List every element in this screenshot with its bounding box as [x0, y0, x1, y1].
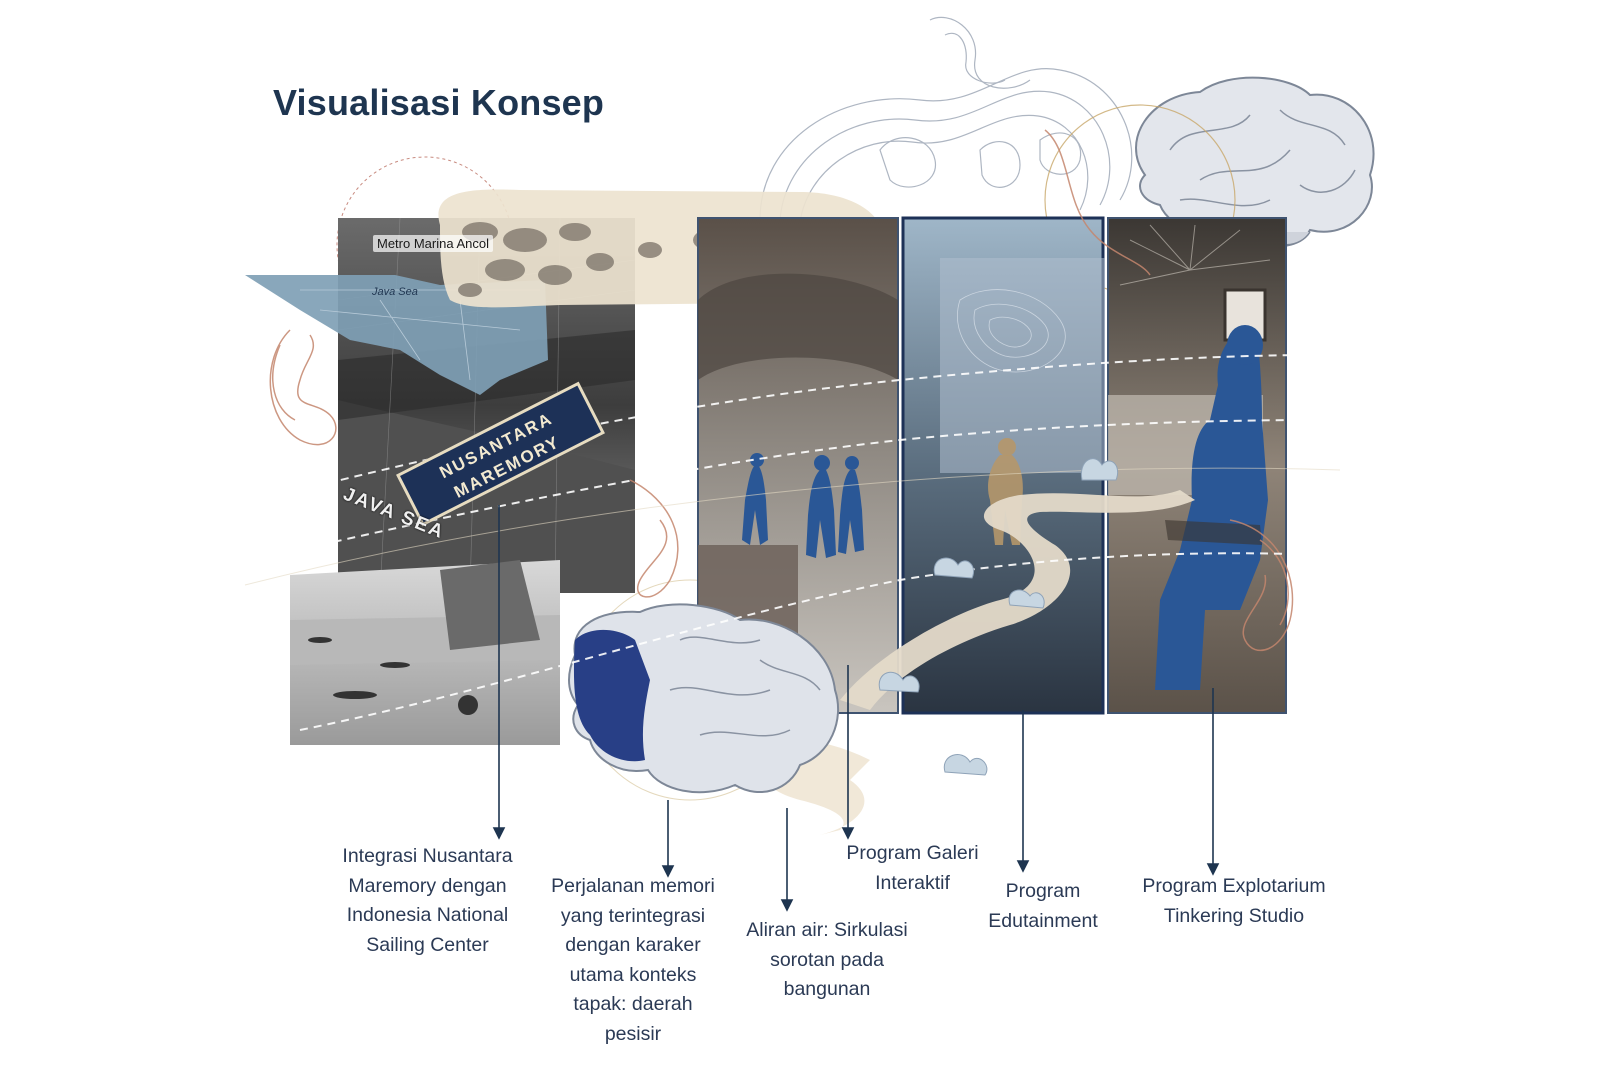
water-splash-ornaments — [269, 129, 1294, 651]
caption-galeri: Program Galeri Interaktif — [846, 842, 979, 894]
map-sea-label: Java Sea — [372, 286, 418, 298]
tinkering-studio-panel — [1107, 217, 1287, 714]
pointer-arrows — [492, 505, 1220, 912]
map-place-label: Metro Marina Ancol — [373, 235, 493, 252]
contour-lines — [759, 16, 1133, 223]
caption-edutainment: Program Edutainment — [988, 880, 1098, 932]
journey-dashed-lines — [299, 354, 1321, 731]
brain-illustration-bottom — [568, 603, 840, 794]
caption-integrasi: Integrasi Nusantara Maremory dengan Indo… — [342, 845, 513, 956]
caption-explotarium: Program Explotarium Tinkering Studio — [1142, 875, 1326, 927]
harbor-photo — [290, 560, 560, 745]
cloud-ornaments — [878, 458, 1118, 776]
page-title: Visualisasi Konsep — [273, 82, 605, 123]
caption-aliran: Aliran air: Sirkulasi sorotan pada bangu… — [746, 919, 908, 1000]
caption-perjalanan: Perjalanan memori yang terintegrasi deng… — [551, 875, 715, 1045]
